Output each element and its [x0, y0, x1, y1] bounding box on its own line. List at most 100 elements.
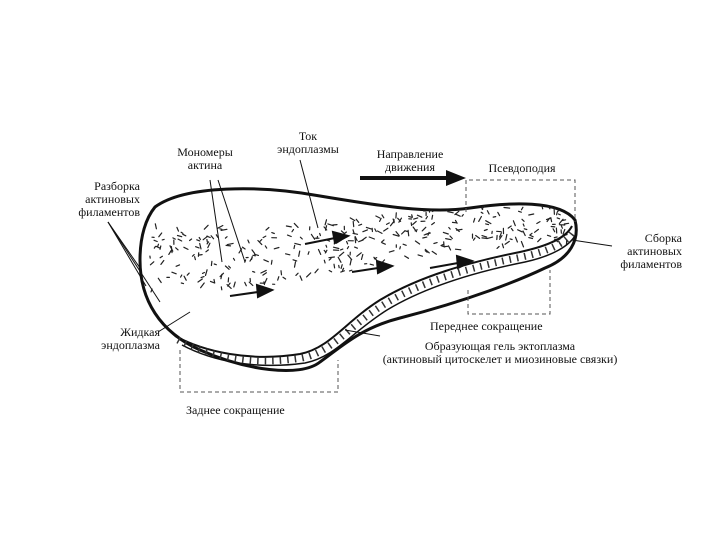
actin-monomer-granule: [270, 259, 273, 265]
actin-monomer-granule: [520, 206, 524, 211]
actin-monomer-granule: [341, 267, 345, 271]
actin-monomer-granule: [486, 236, 494, 240]
actin-monomer-granule: [259, 238, 263, 242]
actin-monomer-granule: [388, 250, 395, 253]
actin-monomer-granule: [404, 230, 409, 233]
actin-monomer-granule: [361, 236, 367, 241]
actin-monomer-granule: [421, 226, 427, 232]
actin-monomer-granule: [337, 256, 342, 263]
actin-monomer-granule: [541, 205, 544, 210]
actin-monomer-granule: [497, 211, 501, 217]
actin-monomer-granule: [183, 246, 189, 250]
rear-contraction-bracket: [179, 350, 339, 393]
actin-monomer-granule: [191, 254, 195, 257]
leader-lines: [107, 159, 613, 337]
actin-monomer-granule: [431, 222, 435, 226]
actin-monomer-granule: [445, 238, 452, 241]
actin-monomer-granule: [241, 246, 246, 250]
actin-monomer-granule: [401, 230, 406, 235]
actin-monomer-granule: [228, 265, 231, 269]
actin-monomer-granule: [291, 228, 295, 233]
pseudopod-label: Псевдоподия: [488, 161, 556, 175]
actin-monomer-granule: [354, 236, 358, 242]
actin-monomer-granule: [563, 222, 570, 225]
actin-monomer-granule: [201, 271, 205, 274]
actin-monomer-granule: [273, 246, 280, 250]
actin-monomer-granule: [480, 211, 484, 214]
actin-monomer-granule: [481, 205, 486, 210]
actin-monomer-granule: [399, 246, 401, 250]
actin-monomer-granule: [560, 225, 564, 229]
actin-monomer-granule: [323, 249, 327, 253]
actin-monomer-granule: [416, 214, 423, 218]
actin-monomer-granule: [168, 249, 172, 255]
actin-monomer-granule: [486, 210, 490, 215]
actin-monomer-granule: [260, 269, 267, 274]
actin-monomer-granule: [325, 244, 328, 248]
actin-monomer-granule: [509, 238, 513, 241]
actin-monomer-granule: [340, 270, 345, 273]
actin-monomer-granule: [411, 214, 413, 218]
liquid-endoplasm-label: Жидкая эндоплазма: [101, 325, 160, 352]
actin-monomer-granule: [262, 235, 267, 239]
actin-monomer-granule: [492, 216, 497, 218]
actin-monomer-granule: [317, 248, 322, 255]
actin-monomer-granule: [520, 240, 525, 248]
actin-monomer-granule: [431, 214, 434, 220]
actin-monomer-granule: [263, 281, 265, 286]
actin-monomer-granule: [402, 243, 407, 246]
actin-monomer-granule: [380, 239, 385, 243]
actin-monomer-granule: [294, 242, 302, 246]
actin-monomer-granule: [249, 257, 253, 262]
actin-monomer-granule: [226, 284, 232, 289]
actin-monomer-granule: [293, 222, 299, 228]
actin-monomer-granule: [219, 272, 225, 278]
actin-monomer-granule: [561, 219, 567, 222]
actin-monomer-granule: [376, 230, 383, 234]
actin-monomer-granule: [507, 225, 512, 229]
actin-monomer-granule: [478, 215, 482, 222]
actin-monomer-granule: [454, 210, 460, 216]
actin-monomer-granule: [172, 237, 176, 240]
actin-monomer-granule: [213, 263, 217, 266]
actin-monomer-granule: [324, 219, 328, 226]
actin-monomer-granule: [441, 245, 446, 248]
actin-monomer-granule: [360, 253, 364, 260]
actin-monomer-granule: [365, 226, 373, 230]
actin-monomer-granule: [244, 281, 247, 287]
actin-monomer-granule: [262, 272, 267, 276]
actin-monomer-granule: [254, 253, 259, 256]
actin-monomer-granule: [424, 248, 430, 254]
actin-monomer-granule: [454, 219, 458, 224]
actin-monomer-granule: [442, 231, 449, 235]
actin-monomer-granule: [207, 242, 211, 249]
actin-monomer-granule: [447, 245, 452, 251]
actin-monomer-granule: [200, 276, 205, 279]
actin-monomer-granule: [485, 220, 492, 225]
actin-monomer-granule: [158, 232, 163, 238]
actin-monomer-granule: [252, 270, 256, 273]
actin-monomer-granule: [251, 249, 256, 255]
actin-monomer-granule: [354, 236, 357, 244]
actin-monomer-granule: [328, 256, 335, 259]
actin-monomer-granule: [440, 243, 445, 247]
actin-monomer-granule: [374, 228, 377, 233]
actin-monomer-granule: [349, 217, 356, 222]
rear-contraction-label: Заднее сокращение: [186, 403, 285, 417]
actin-monomer-granule: [200, 282, 205, 289]
actin-monomer-granule: [552, 228, 556, 233]
actin-monomer-granule: [282, 276, 287, 280]
actin-monomer-granule: [215, 234, 219, 238]
actin-monomer-granule: [264, 245, 268, 249]
actin-monomer-granule: [448, 226, 451, 230]
actin-monomer-granule: [180, 282, 185, 285]
actin-monomer-granule: [252, 254, 256, 257]
actin-monomer-granule: [354, 246, 358, 249]
actin-monomer-granule: [346, 240, 349, 245]
actin-monomer-granule: [447, 211, 454, 214]
actin-monomer-granule: [431, 250, 437, 255]
actin-monomer-granule: [224, 265, 230, 270]
actin-monomer-granule: [293, 261, 297, 268]
actin-monomer-granule: [352, 232, 359, 235]
